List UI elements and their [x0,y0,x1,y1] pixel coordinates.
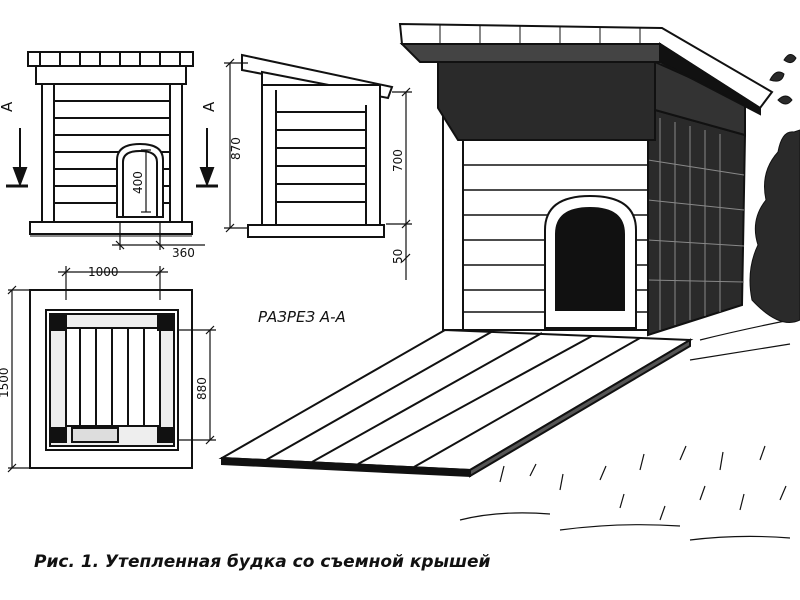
plan-view [29,289,193,469]
front-view [27,51,194,237]
total-height-label: 870 [229,137,243,160]
base-height-label: 50 [391,249,405,264]
side-view [241,53,394,238]
section-letter-left: А [0,101,16,112]
side-dimensions [224,58,412,280]
door-width-label: 360 [172,246,195,260]
inner-height-label: 700 [391,149,405,172]
door-height-label: 400 [131,171,145,194]
bush [749,54,800,323]
plan-inner-label: 880 [195,377,209,400]
plan-length-label: 1500 [0,367,11,398]
figure-caption: Рис. 1. Утепленная будка со съемной крыш… [34,552,491,572]
section-title: РАЗРЕЗ А-А [258,308,346,326]
plan-width-label: 1000 [88,265,119,279]
plan-dimensions [7,266,216,473]
section-letter-right: А [200,101,218,112]
section-marker-right [196,128,218,188]
perspective-doghouse [218,22,800,541]
section-marker-left [6,128,28,188]
front-dimensions [112,149,205,250]
ramp [218,328,694,478]
